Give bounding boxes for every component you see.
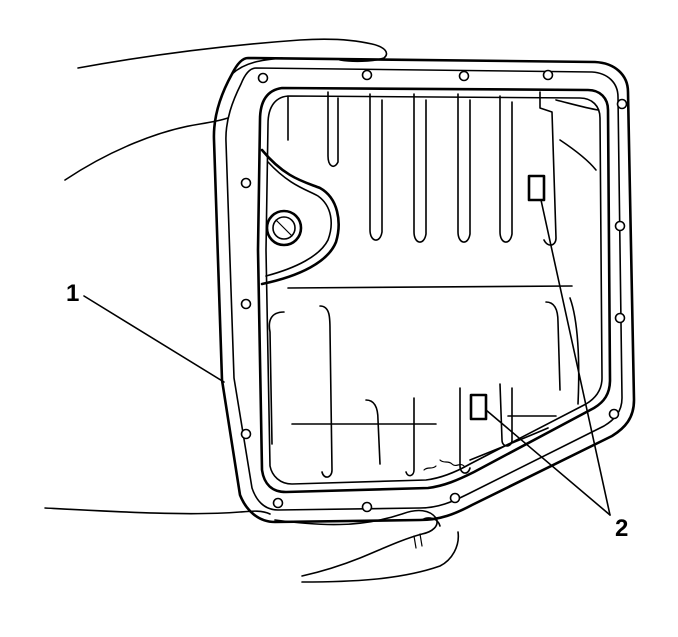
callout-leaders — [83, 199, 611, 516]
pan-body — [256, 86, 612, 494]
drain-plug-boss — [260, 148, 340, 286]
pan-ribs-upper — [287, 91, 599, 246]
lower-hand — [44, 507, 460, 583]
callout-2-label: 2 — [615, 515, 628, 542]
pan-flange — [212, 56, 636, 524]
callout-1-label: 1 — [66, 280, 79, 307]
magnet-lower — [469, 393, 488, 421]
magnets — [469, 174, 546, 421]
flange-bolt-holes — [240, 69, 628, 513]
magnet-upper — [527, 174, 546, 202]
pan-center-line — [287, 285, 573, 289]
pan-ribs-lower — [268, 297, 580, 478]
